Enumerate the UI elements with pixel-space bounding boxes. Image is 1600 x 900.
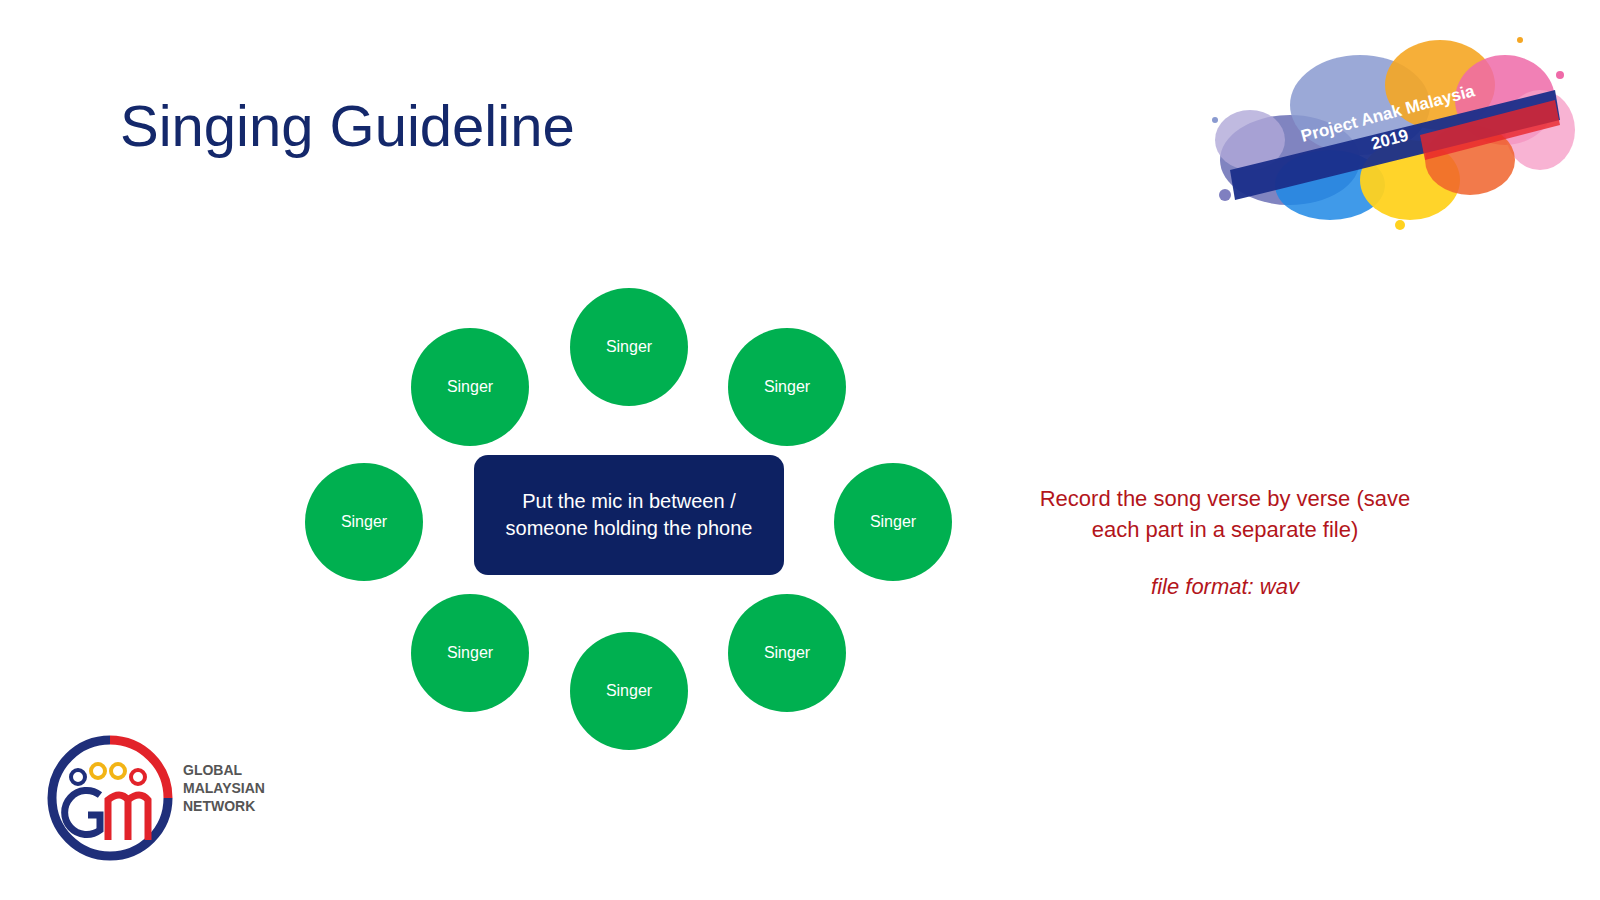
singer-circle: Singer <box>570 632 688 750</box>
node-text-holder: Put the mic in between / someone holding… <box>492 488 766 542</box>
circle-fill <box>411 594 529 712</box>
singer-label: Singer <box>764 642 810 664</box>
circle-fill <box>728 328 846 446</box>
circle-fill <box>728 594 846 712</box>
node-text-holder: Singer <box>606 680 652 702</box>
network-name: GLOBAL MALAYSIAN NETWORK <box>183 762 273 816</box>
singer-circle: Singer <box>728 594 846 712</box>
gmn-logo-mark <box>52 740 168 856</box>
node-text-holder: Singer <box>764 376 810 398</box>
singer-label: Singer <box>447 376 493 398</box>
singer-label: Singer <box>341 511 387 533</box>
node-text-holder: Singer <box>341 511 387 533</box>
recording-note: Record the song verse by verse (save eac… <box>1025 484 1425 546</box>
slide-title: Singing Guideline <box>120 92 575 159</box>
singer-circle: Singer <box>834 463 952 581</box>
circle-fill <box>570 632 688 750</box>
node-text-holder: Singer <box>764 642 810 664</box>
node-text-holder: Singer <box>870 511 916 533</box>
singer-circle: Singer <box>570 288 688 406</box>
mic-instruction: Put the mic in between / someone holding… <box>492 488 766 542</box>
circle-fill <box>570 288 688 406</box>
singer-circle: Singer <box>728 328 846 446</box>
singer-label: Singer <box>764 376 810 398</box>
paint-splash <box>1212 37 1575 230</box>
file-format-note: file format: wav <box>1025 574 1425 600</box>
circle-fill <box>834 463 952 581</box>
circle-fill <box>411 328 529 446</box>
singer-label: Singer <box>606 680 652 702</box>
node-text-holder: Singer <box>447 376 493 398</box>
singer-circle: Singer <box>411 328 529 446</box>
singer-circle: Singer <box>305 463 423 581</box>
circle-fill <box>305 463 423 581</box>
mic-box: Put the mic in between / someone holding… <box>474 455 784 575</box>
node-text-holder: Singer <box>606 336 652 358</box>
singer-label: Singer <box>870 511 916 533</box>
singer-label: Singer <box>447 642 493 664</box>
singer-label: Singer <box>606 336 652 358</box>
singer-circle: Singer <box>411 594 529 712</box>
node-text-holder: Singer <box>447 642 493 664</box>
